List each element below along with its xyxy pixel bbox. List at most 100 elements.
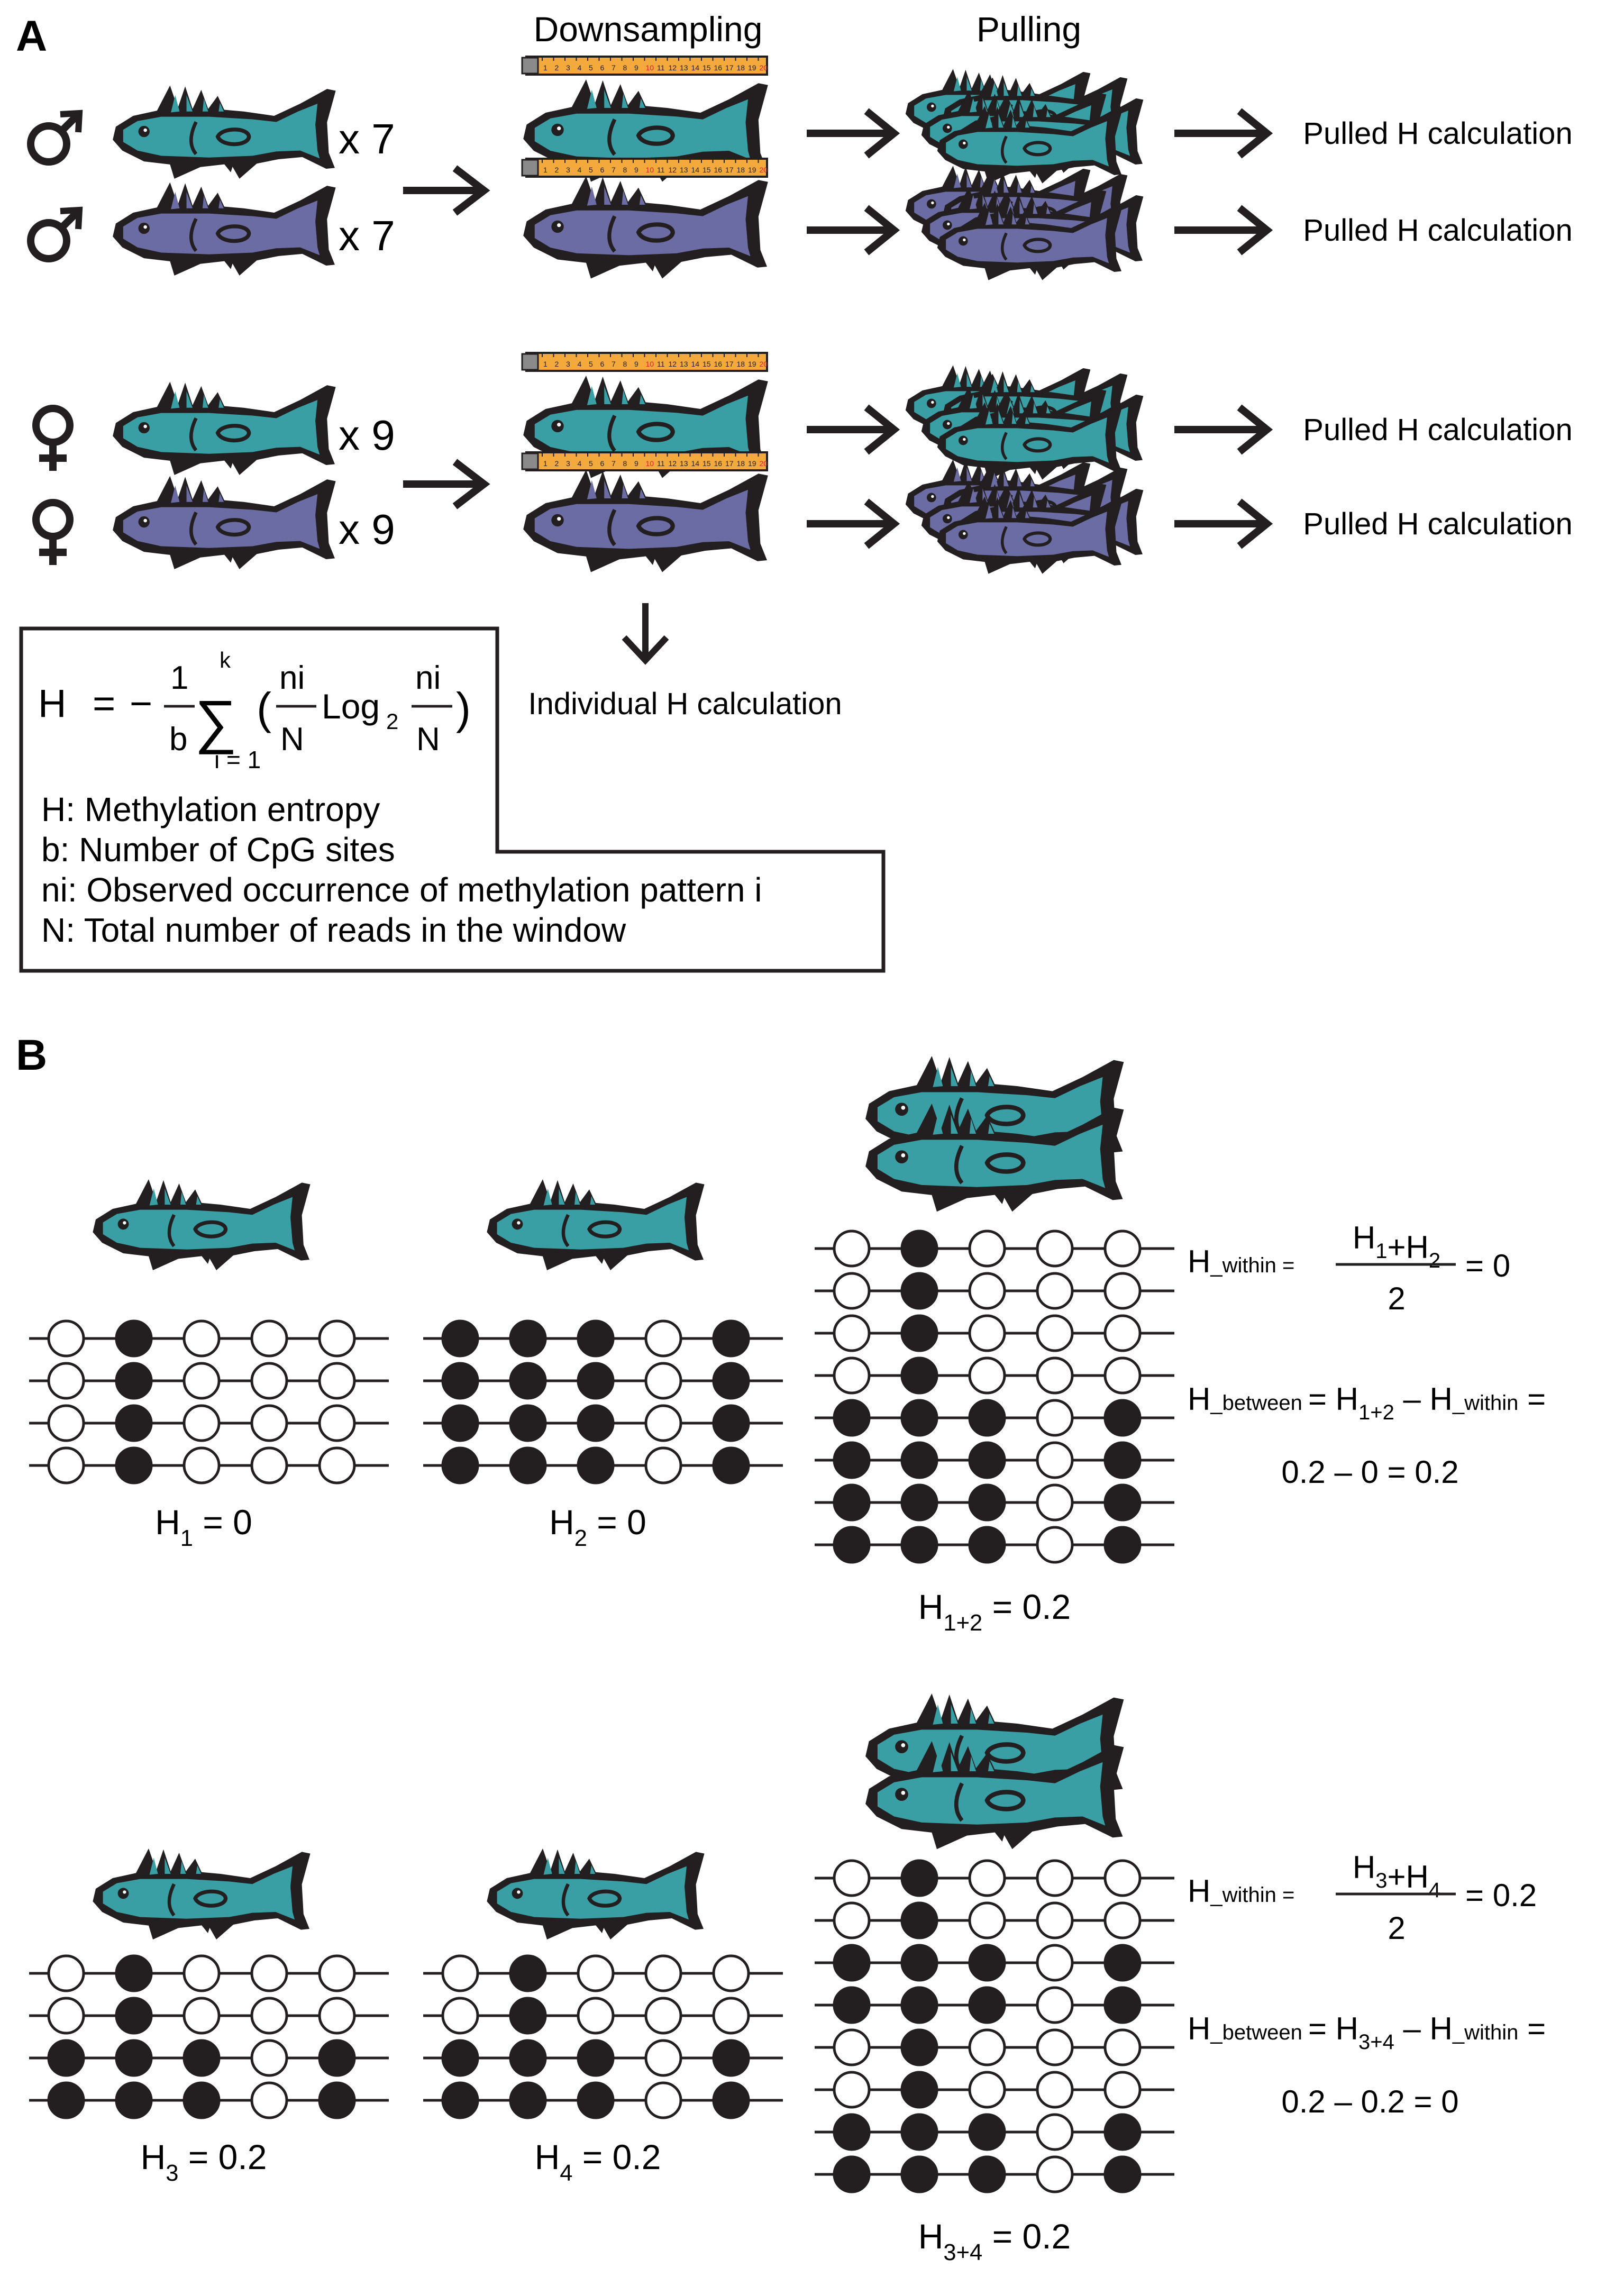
unmethylated-cpg xyxy=(1036,1986,1074,2024)
unmethylated-cpg xyxy=(1103,1901,1142,1939)
methylated-cpg xyxy=(833,2155,871,2193)
methylated-cpg xyxy=(833,2113,871,2151)
stickleback-fish-icon xyxy=(113,182,336,276)
svg-text:i = 1: i = 1 xyxy=(214,746,261,773)
fraction-numerator: H3+H4 xyxy=(1353,1850,1440,1902)
read-row xyxy=(423,1954,783,1992)
female-symbol-icon: ♀ xyxy=(32,405,74,471)
read-row xyxy=(29,1404,389,1442)
svg-text:b: b xyxy=(169,721,187,758)
unmethylated-cpg xyxy=(1103,1314,1142,1352)
stickleback-fish-icon xyxy=(523,79,768,182)
svg-text:ni: ni xyxy=(279,660,305,696)
unmethylated-cpg xyxy=(183,1404,221,1442)
pulled-fish-stack xyxy=(905,365,1144,480)
methylated-cpg xyxy=(900,1944,938,1982)
unmethylated-cpg xyxy=(644,1319,682,1358)
ruler-tick-label: 18 xyxy=(737,459,745,468)
male-symbol-icon: ♂ xyxy=(27,110,83,166)
stickleback-fish-icon xyxy=(937,496,1123,574)
methylated-cpg xyxy=(1103,1526,1142,1564)
svg-text:H: H xyxy=(38,681,66,725)
unmethylated-cpg xyxy=(968,1229,1006,1268)
ruler-tick-label: 6 xyxy=(600,459,605,468)
unmethylated-cpg xyxy=(833,1901,871,1939)
methylated-cpg xyxy=(712,1404,750,1442)
methylated-cpg xyxy=(577,1319,615,1358)
ruler-tick-label: 5 xyxy=(589,459,593,468)
methylated-cpg xyxy=(115,1446,153,1484)
methylated-cpg xyxy=(318,2081,356,2119)
unmethylated-cpg xyxy=(833,2071,871,2109)
methylated-cpg xyxy=(577,1446,615,1484)
ruler-tick-label: 1 xyxy=(543,63,548,72)
ruler-tick-label: 8 xyxy=(623,166,627,174)
ruler-tick-label: 1 xyxy=(543,360,548,368)
ruler-tick-label: 13 xyxy=(680,63,688,72)
ruler-tick-label: 17 xyxy=(725,63,734,72)
methylated-cpg xyxy=(968,1944,1006,1982)
unmethylated-cpg xyxy=(250,1319,288,1358)
ruler-tick-label: 4 xyxy=(578,63,582,72)
methylated-cpg xyxy=(509,1319,547,1358)
svg-text:−: − xyxy=(130,681,152,725)
unmethylated-cpg xyxy=(1103,1272,1142,1310)
unmethylated-cpg xyxy=(47,1404,85,1442)
unmethylated-cpg xyxy=(1036,2113,1074,2151)
ruler-tick-label: 1 xyxy=(543,166,548,174)
ruler-tick-label: 2 xyxy=(555,459,559,468)
ruler-tick-label: 18 xyxy=(737,166,745,174)
h-within-label: H_within = xyxy=(1188,1873,1294,1909)
unmethylated-cpg xyxy=(1036,1229,1074,1268)
ruler-tick-label: 16 xyxy=(714,360,723,368)
svg-text:N: N xyxy=(280,721,304,758)
methylated-cpg xyxy=(1103,2113,1142,2151)
svg-text:k: k xyxy=(220,648,231,672)
h-within-result: = 0.2 xyxy=(1465,1878,1537,1913)
ruler-tick-label: 20 xyxy=(760,166,768,174)
unmethylated-cpg xyxy=(1036,1441,1074,1479)
legend-line: b: Number of CpG sites xyxy=(41,831,395,869)
h-within-formula: H_within =H1+H22= 0 xyxy=(1188,1220,1510,1316)
ruler-tick-label: 12 xyxy=(669,166,677,174)
read-row xyxy=(29,1954,389,1992)
unmethylated-cpg xyxy=(1036,2028,1074,2066)
ruler-tick-label: 3 xyxy=(566,459,570,468)
methylated-cpg xyxy=(712,1362,750,1400)
methylated-cpg xyxy=(968,1441,1006,1479)
methylated-cpg xyxy=(441,1404,479,1442)
h-within-label: H_within = xyxy=(1188,1244,1294,1279)
methylated-cpg xyxy=(900,1483,938,1522)
ruler-tick-label: 16 xyxy=(714,459,723,468)
ruler-tick-label: 8 xyxy=(623,459,627,468)
methylated-cpg xyxy=(509,1954,547,1992)
unmethylated-cpg xyxy=(318,1446,356,1484)
header-downsampling: Downsampling xyxy=(534,10,763,49)
ruler-tick-label: 19 xyxy=(748,63,756,72)
ruler-tick-label: 16 xyxy=(714,63,723,72)
read-row xyxy=(815,1901,1174,1939)
stickleback-fish-icon xyxy=(487,1848,705,1939)
ruler-tick-label: 3 xyxy=(566,166,570,174)
methylated-cpg xyxy=(712,1446,750,1484)
stickleback-fish-icon xyxy=(865,1104,1124,1212)
unmethylated-cpg xyxy=(968,1859,1006,1897)
ruler-tick-label: 13 xyxy=(680,360,688,368)
entropy-value-label: H1+2 = 0.2 xyxy=(918,1587,1071,1636)
fraction-numerator: H1+H2 xyxy=(1353,1220,1440,1272)
methylated-cpg xyxy=(577,2081,615,2119)
male-symbol-icon: ♂ xyxy=(27,206,83,262)
pulled-fish-stack xyxy=(905,459,1144,574)
ruler-tick-label: 4 xyxy=(578,459,582,468)
stickleback-fish-icon xyxy=(113,381,336,475)
ruler-tick-label: 4 xyxy=(578,360,582,368)
methylated-cpg xyxy=(900,2028,938,2066)
read-row xyxy=(423,2081,783,2119)
methylated-cpg xyxy=(900,1441,938,1479)
ruler-tick-label: 5 xyxy=(589,63,593,72)
ruler-tick-label: 10 xyxy=(646,166,654,174)
ruler-tick-label: 3 xyxy=(566,63,570,72)
read-row xyxy=(815,1356,1174,1395)
arrow-right-icon xyxy=(807,108,900,159)
